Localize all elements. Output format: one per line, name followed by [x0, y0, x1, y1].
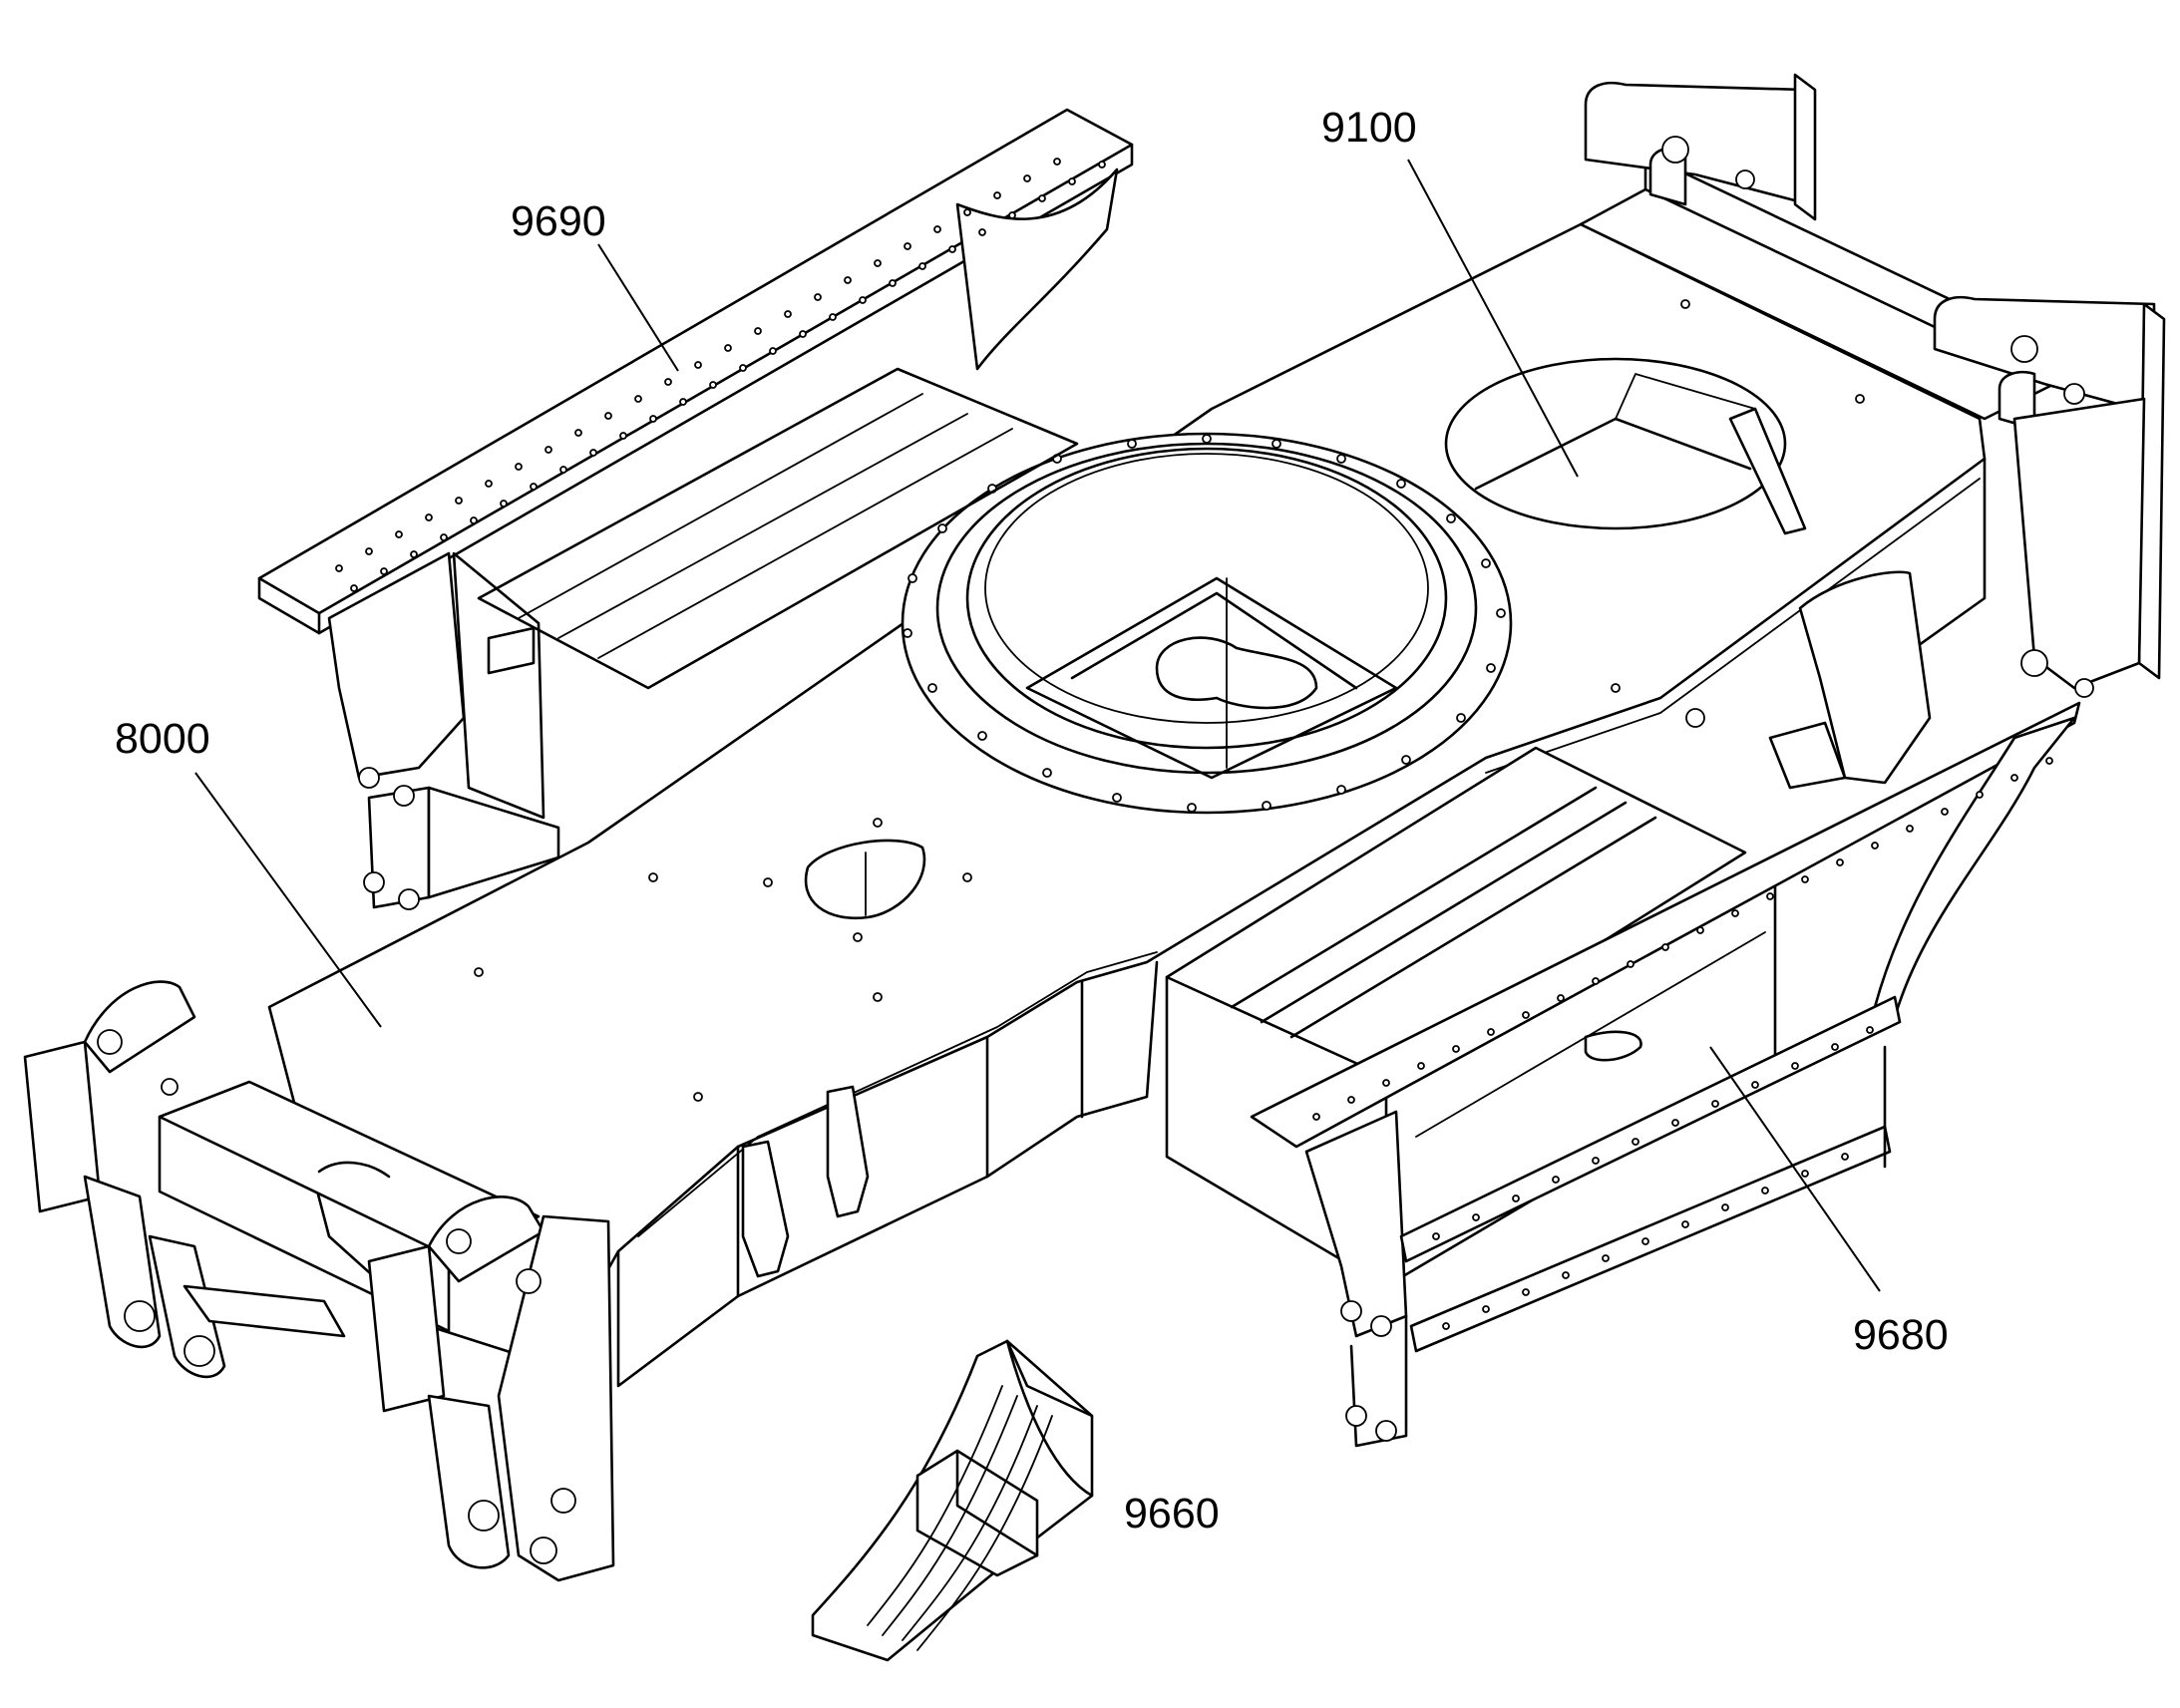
callout-9660: 9660	[1124, 1490, 1220, 1537]
callout-8000: 8000	[115, 715, 210, 763]
tread-perforations-9680	[1312, 757, 2053, 1330]
ring-bolt-holes	[903, 434, 1506, 813]
front-cross-beam	[23, 980, 615, 1582]
leader-9680	[1709, 1046, 1881, 1292]
rear-cross-beam	[1579, 73, 2166, 698]
leader-9100	[1407, 159, 1579, 478]
callout-9690: 9690	[511, 197, 606, 245]
slewing-ring	[901, 432, 1513, 815]
callout-9680: 9680	[1853, 1311, 1949, 1359]
leader-lines	[194, 159, 1881, 1292]
frame-brackets	[741, 570, 1932, 1278]
left-rear-step-platform	[257, 108, 1134, 910]
callout-9100: 9100	[1321, 104, 1417, 152]
frame-top-cover-opening	[1444, 357, 1807, 535]
top-plate-bolt-holes	[474, 299, 1865, 1102]
wheel-chock	[811, 1339, 1094, 1662]
leader-9690	[597, 243, 679, 372]
leader-8000	[194, 772, 382, 1028]
callout-labels: 9690 9100 8000 9680 9660	[115, 104, 1949, 1537]
tread-perforations-9690	[335, 158, 1106, 592]
right-front-step-ladder	[1165, 701, 2081, 1448]
